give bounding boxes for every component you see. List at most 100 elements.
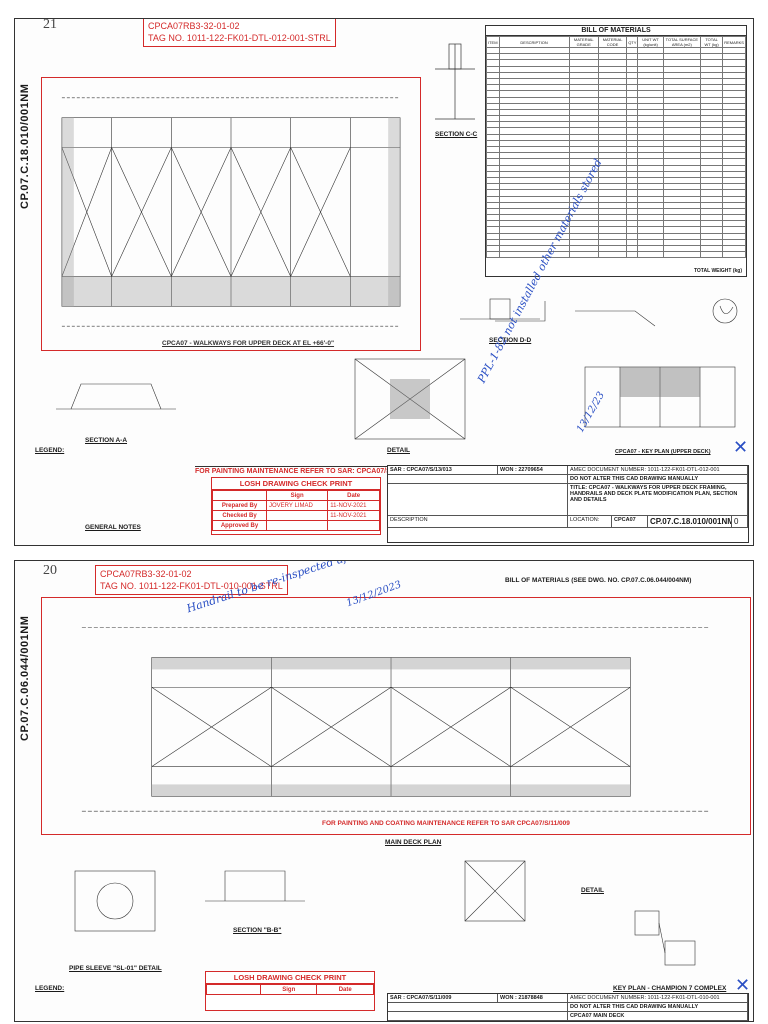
check-print-title: LOSH DRAWING CHECK PRINT [212, 478, 380, 490]
section-cc-caption: SECTION C-C [435, 131, 478, 138]
title-block: SAR : CPCA07/S/11/009 WON : 21878848 AME… [387, 993, 749, 1021]
painting-note: FOR PAINTING AND COATING MAINTENANCE REF… [322, 820, 570, 827]
detail-sketches [495, 298, 738, 327]
key-plan-drawing [634, 910, 696, 966]
prepared-by-sign: JOVERY LIMAD [265, 500, 329, 511]
checked-by-date: 11-NOV-2021 [327, 510, 380, 521]
bom-col-description: DESCRIPTION [498, 36, 570, 48]
page-number: 20 [43, 563, 57, 578]
drawing-sheet-upper: 21 CP.07.C.18.010/001NM CPCA07RB3-32-01-… [14, 18, 754, 546]
bom-row [486, 96, 746, 104]
section-dd-drawing [460, 298, 540, 320]
check-print-table: Sign Date Prepared By JOVERY LIMAD 11-NO… [212, 490, 380, 531]
bom-header-row: ITEM DESCRIPTION MATERIAL GRADE MATERIAL… [486, 36, 746, 48]
bom-cell [662, 251, 701, 259]
check-print-date-header: Date [316, 984, 374, 995]
tag-box: CPCA07RB3-32-01-02 TAG NO. 1011-122-FK01… [143, 19, 336, 47]
checked-by-sign [265, 510, 329, 521]
tb-drawing-number: CP.07.C.18.010/001NM [650, 516, 732, 527]
tb-sar: SAR : CPCA07/S/13/013 [388, 466, 498, 474]
approved-by-label: Approved By [212, 520, 267, 531]
key-plan-caption: CPCA07 - KEY PLAN (UPPER DECK) [615, 449, 711, 455]
checked-by-label: Checked By [212, 510, 267, 521]
page-number: 21 [43, 18, 57, 32]
prepared-by-date: 11-NOV-2021 [327, 500, 380, 511]
legend-label: LEGEND: [35, 447, 65, 454]
tb-warning: DO NOT ALTER THIS CAD DRAWING MANUALLY [568, 475, 748, 483]
cross-mark-icon: ✕ [735, 975, 751, 995]
section-cc-drawing [435, 43, 475, 120]
bom-col-unit-wt: UNIT WT (kg/unit) [637, 36, 664, 48]
support-detail-drawing [464, 860, 526, 922]
cross-mark-icon: ✕ [733, 437, 749, 457]
pipe-sleeve-drawing [74, 870, 156, 932]
check-print-sign-header: Sign [265, 490, 329, 501]
legend-label: LEGEND: [35, 985, 65, 992]
tag-line-1: CPCA07RB3-32-01-02 [148, 21, 240, 31]
bom-col-grade: MATERIAL GRADE [568, 36, 599, 48]
tb-won: WON : 22709654 [498, 466, 568, 474]
bom-cell [626, 251, 639, 259]
bom-col-area: TOTAL SURFACE AREA (m2) [662, 36, 701, 48]
bom-row [486, 71, 746, 79]
tag-line-2: TAG NO. 1011-122-FK01-DTL-010-001-STRL [100, 581, 283, 591]
bom-col-code: MATERIAL CODE [597, 36, 628, 48]
bill-of-materials: BILL OF MATERIALS ITEM DESCRIPTION MATER… [485, 25, 747, 277]
title-block: SAR : CPCA07/S/13/013 WON : 22709654 AME… [387, 465, 749, 543]
detail-caption: DETAIL [581, 887, 604, 894]
tb-location-label: LOCATION: [568, 516, 612, 527]
bom-col-item: ITEM [486, 36, 500, 48]
key-plan-drawing [584, 366, 736, 428]
section-aa-caption: SECTION A-A [85, 437, 128, 444]
bom-cell [498, 251, 570, 259]
main-plan-caption: CPCA07 - WALKWAYS FOR UPPER DECK AT EL +… [162, 340, 335, 347]
walkway-plan-drawing: CPCA07 - WALKWAYS FOR UPPER DECK AT EL +… [41, 77, 421, 351]
bom-col-total-wt: TOTAL WT (kg) [699, 36, 724, 48]
tb-title: TITLE: CPCA07 - WALKWAYS FOR UPPER DECK … [568, 484, 748, 515]
bom-total-label: TOTAL WEIGHT (kg) [693, 268, 742, 274]
tb-title: CPCA07 MAIN DECK [568, 1012, 748, 1020]
key-plan-caption: KEY PLAN - CHAMPION 7 COMPLEX [613, 985, 727, 992]
tb-rev: 0 [732, 516, 748, 527]
bom-row [486, 251, 746, 259]
check-print-date-header: Date [327, 490, 380, 501]
section-bb-drawing [205, 870, 305, 902]
approved-by-sign [265, 520, 329, 531]
bom-cell [722, 251, 746, 259]
prepared-by-label: Prepared By [212, 500, 267, 511]
bom-row [486, 133, 746, 141]
bom-row [486, 108, 746, 117]
section-bb-caption: SECTION "B-B" [233, 927, 282, 934]
bom-row [486, 53, 746, 61]
approved-by-date [327, 520, 380, 531]
walkway-plan-svg [61, 97, 401, 327]
bom-cell [699, 251, 724, 259]
check-print-stamp: LOSH DRAWING CHECK PRINT Sign Date [205, 971, 375, 1011]
bom-body [486, 46, 746, 259]
tb-document-number: AMEC DOCUMENT NUMBER: 1011-122-FK01-DTL-… [568, 994, 748, 1002]
tb-warning: DO NOT ALTER THIS CAD DRAWING MANUALLY [568, 1003, 748, 1011]
detail-caption: DETAIL [387, 447, 410, 454]
tb-sar: SAR : CPCA07/S/11/009 [388, 994, 498, 1002]
section-dd-caption: SECTION D-D [489, 337, 532, 344]
check-print-sign-header: Sign [259, 984, 318, 995]
bom-title: BILL OF MATERIALS [486, 26, 746, 36]
drawing-side-label: CP.07.C.18.010/001NM [19, 83, 31, 209]
tag-box: CPCA07RB3-32-01-02 TAG NO. 1011-122-FK01… [95, 565, 288, 595]
bom-table: ITEM DESCRIPTION MATERIAL GRADE MATERIAL… [486, 36, 746, 259]
tb-location: CPCA07 [612, 516, 648, 527]
bom-cell [637, 251, 664, 259]
tb-won: WON : 21878848 [498, 994, 568, 1002]
bom-row [486, 195, 746, 203]
main-deck-svg [81, 627, 711, 812]
main-deck-plan-drawing: FOR PAINTING AND COATING MAINTENANCE REF… [41, 597, 751, 835]
section-aa-drawing [56, 383, 176, 410]
bom-reference: BILL OF MATERIALS (SEE DWG. NO. CP.07.C.… [505, 577, 692, 584]
bom-col-remarks: REMARKS [722, 36, 746, 48]
general-notes-label: GENERAL NOTES [85, 524, 141, 531]
check-print-stamp: LOSH DRAWING CHECK PRINT Sign Date Prepa… [211, 477, 381, 535]
bom-row [486, 201, 746, 209]
drawing-sheet-lower: 20 CP.07.C.06.044/001NM CPCA07RB3-32-01-… [14, 560, 754, 1022]
drawing-side-label: CP.07.C.06.044/001NM [19, 615, 31, 741]
main-caption: MAIN DECK PLAN [385, 839, 442, 846]
